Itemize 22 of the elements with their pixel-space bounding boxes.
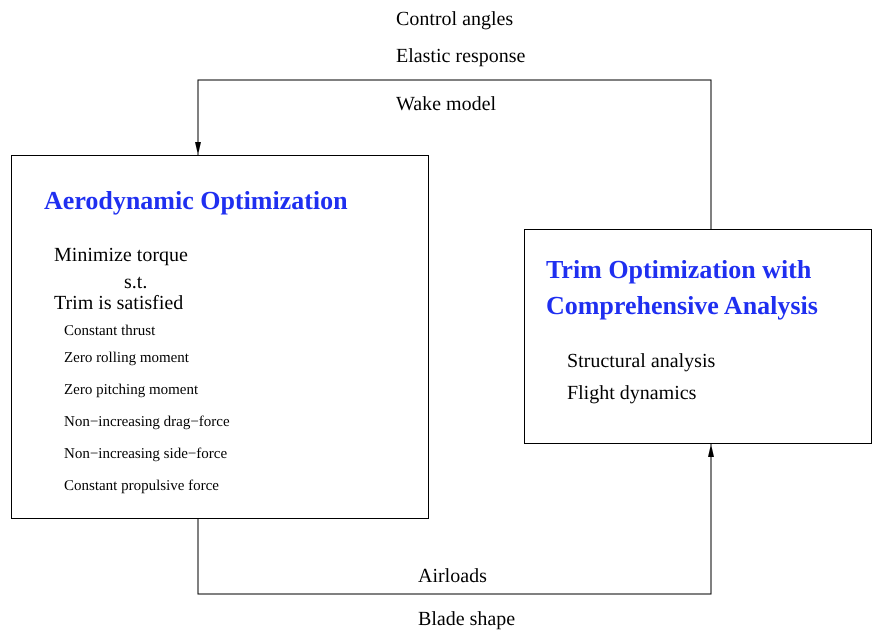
process-box (524, 229, 872, 444)
arrow (198, 444, 714, 594)
box-heading: Trim Optimization with Comprehensive Analysis (546, 254, 819, 322)
box-text: Trim is satisfied (54, 292, 184, 314)
box-text: s.t. (124, 271, 148, 293)
flow-label: Blade shape (418, 608, 516, 630)
box-text: Structural analysis (567, 350, 716, 372)
box-text: Flight dynamics (567, 382, 696, 404)
box-text: Minimize torque (54, 244, 188, 266)
flow-label: Wake model (396, 93, 496, 115)
process-box (11, 155, 429, 519)
box-text: Non−increasing side−force (64, 446, 228, 463)
box-text: Zero pitching moment (64, 382, 198, 399)
flow-label: Elastic response (396, 45, 526, 67)
flow-label: Control angles (396, 8, 514, 30)
box-text: Zero rolling moment (64, 350, 189, 367)
arrow (195, 80, 712, 230)
flow-label: Airloads (418, 565, 487, 587)
box-text: Constant propulsive force (64, 478, 219, 495)
box-text: Non−increasing drag−force (64, 414, 230, 431)
box-heading: Aerodynamic Optimization (44, 186, 348, 216)
box-text: Constant thrust (64, 323, 156, 340)
